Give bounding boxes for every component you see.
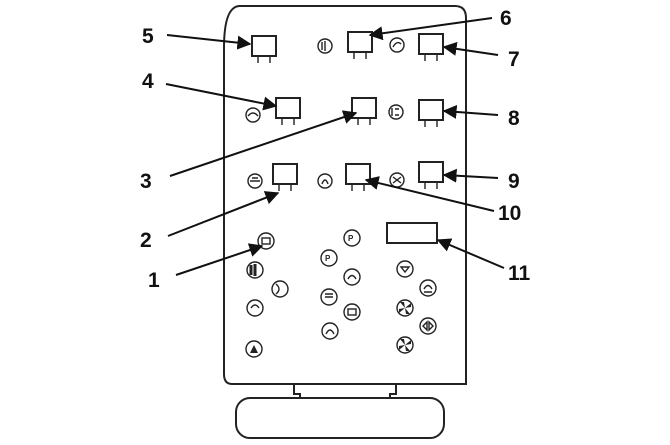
fuse-symbol-headlamp-icon: [246, 261, 264, 279]
fog-lamp-icon: [388, 104, 404, 120]
horn-icon: [389, 37, 405, 53]
fan-rear-icon: [396, 336, 414, 354]
callout-9: 9: [508, 170, 520, 193]
relay-2: [272, 163, 298, 191]
parking-lamp-right-icon: P: [343, 229, 361, 247]
relay-10: [345, 163, 371, 191]
hazard-triangle-icon: [245, 340, 263, 358]
callout-10: 10: [498, 202, 521, 225]
relay-4: [275, 97, 301, 125]
interior-light-icon: [317, 173, 333, 189]
headlamp-beam-icon: [317, 38, 333, 54]
relay-3: [351, 97, 377, 125]
fuse-symbol-heater-icon: [320, 288, 338, 306]
callout-6: 6: [500, 7, 512, 30]
callout-3: 3: [140, 170, 152, 193]
fuse-symbol-defrost-icon: [396, 260, 414, 278]
parking-lamp-left-label: P: [325, 254, 331, 263]
callout-5: 5: [142, 25, 154, 48]
parking-lamp-left-icon: P: [320, 249, 338, 267]
fuse-symbol-dash-icon: [343, 268, 361, 286]
callout-1: 1: [148, 269, 160, 292]
rear-window-heater-icon: [247, 173, 263, 189]
callout-7: 7: [508, 48, 520, 71]
fuse-symbol-fog-icon: [271, 280, 289, 298]
fuse-symbol-turn-signal-icon: [419, 317, 437, 335]
fuse-symbol-window-icon: [321, 322, 339, 340]
callout-4: 4: [142, 70, 154, 93]
module-11: [386, 222, 438, 244]
callout-8: 8: [508, 107, 520, 130]
parking-lamp-right-label: P: [348, 234, 354, 243]
fuse-symbol-tail-icon: [246, 299, 264, 317]
fan-icon: [396, 299, 414, 317]
relay-5: [251, 35, 277, 63]
wiper-icon: [245, 107, 261, 123]
fuse-symbol-brake-icon: [343, 303, 361, 321]
callout-2: 2: [140, 229, 152, 252]
panel-plug: [235, 397, 445, 439]
relay-6: [347, 31, 373, 59]
fuse-symbol-1-icon: [257, 232, 275, 250]
callout-11: 11: [508, 262, 531, 285]
fuse-symbol-rear-defrost-icon: [419, 279, 437, 297]
